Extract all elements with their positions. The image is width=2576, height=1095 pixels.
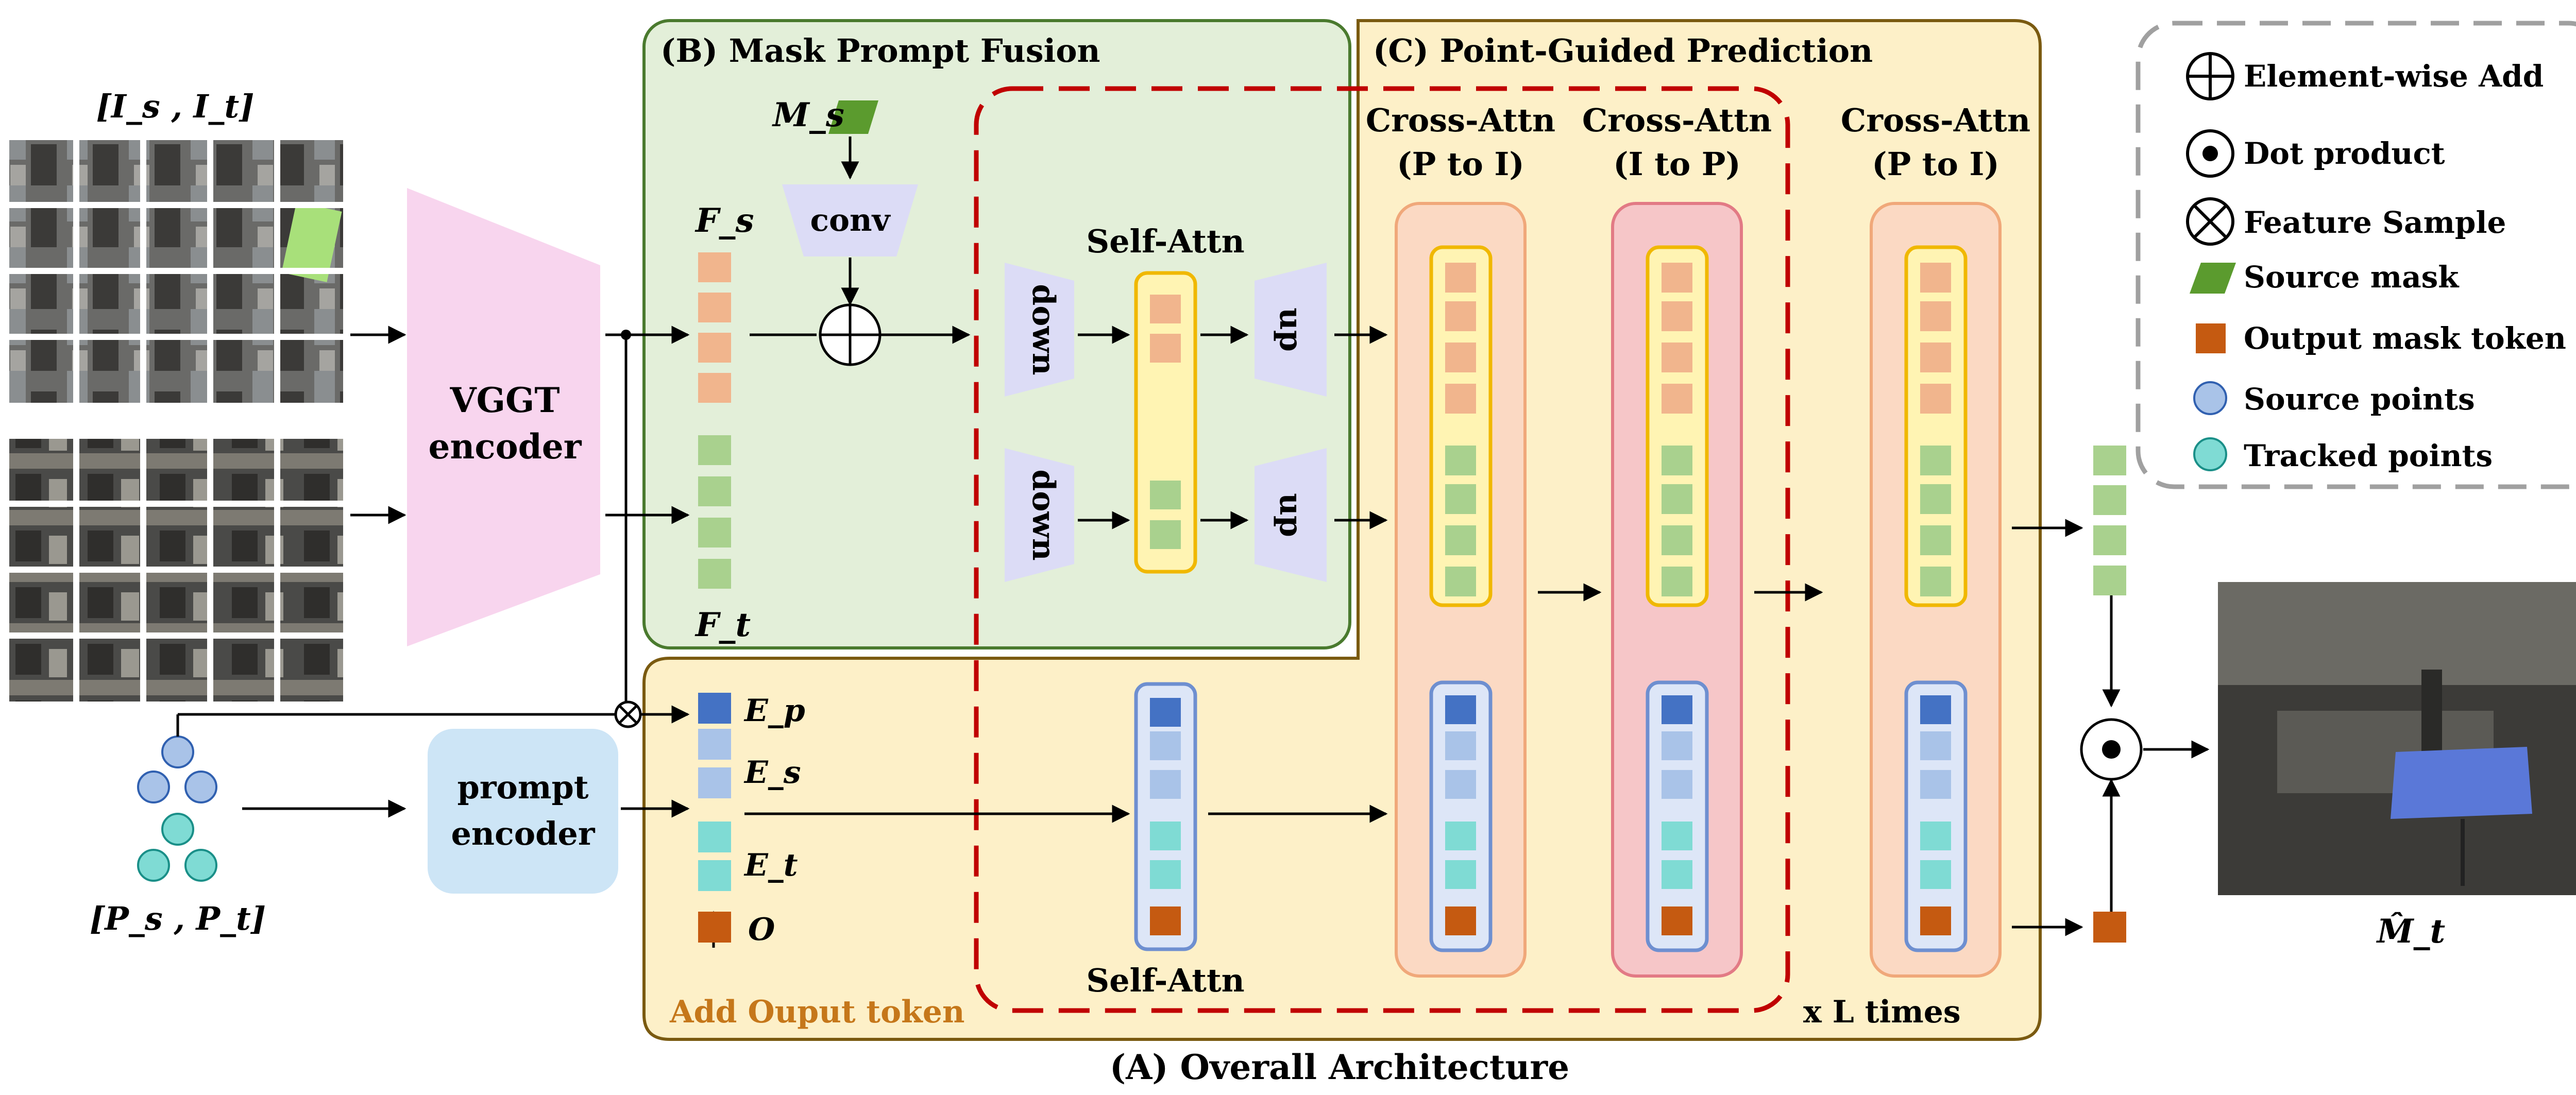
source-feature-tokens bbox=[698, 252, 731, 403]
cross-attn-1-title: Cross-Attn bbox=[1366, 101, 1555, 139]
legend-label-output-mask-token: Output mask token bbox=[2244, 321, 2566, 356]
tracked-point bbox=[161, 813, 194, 846]
target-image-grid bbox=[9, 439, 343, 702]
predicted-mask-image bbox=[2218, 582, 2576, 895]
mask-prompt-fusion-title: (B) Mask Prompt Fusion bbox=[660, 32, 1100, 70]
svg-text:up: up bbox=[1273, 493, 1309, 537]
dot-product-operator bbox=[2080, 718, 2143, 781]
down-block-top: down bbox=[1005, 263, 1074, 397]
point-cluster bbox=[137, 735, 217, 882]
up-block-top: up bbox=[1255, 263, 1327, 397]
source-points-icon bbox=[2193, 381, 2227, 415]
legend-label-tracked-points: Tracked points bbox=[2244, 438, 2493, 473]
svg-text:down: down bbox=[1025, 469, 1061, 560]
legend-box bbox=[2136, 21, 2576, 489]
up-block-bottom: up bbox=[1255, 448, 1327, 582]
tracked-points-icon bbox=[2193, 437, 2227, 471]
down-block-bottom: down bbox=[1005, 448, 1074, 582]
element-wise-add-operator bbox=[819, 303, 882, 366]
svg-text:down: down bbox=[1025, 284, 1061, 375]
target-feature-label: F_t bbox=[694, 606, 751, 644]
repeated-block-boundary bbox=[974, 86, 1790, 1013]
prompt-encoder-block bbox=[428, 729, 618, 894]
output-mask-token bbox=[2093, 912, 2126, 943]
vggt-encoder-label-2: encoder bbox=[428, 426, 582, 467]
source-feature-label: F_s bbox=[694, 201, 754, 240]
vggt-encoder-block bbox=[407, 188, 600, 646]
point-pair-label: [P_s , P_t] bbox=[90, 900, 266, 937]
point-guided-prediction-title: (C) Point-Guided Prediction bbox=[1373, 32, 1873, 70]
figure-caption: (A) Overall Architecture bbox=[1110, 1047, 1569, 1087]
target-feature-tokens bbox=[698, 435, 731, 589]
legend-label-source-points: Source points bbox=[2244, 382, 2475, 417]
prompt-token-column bbox=[698, 693, 731, 943]
image-pair-label: [I_s , I_t] bbox=[96, 88, 255, 125]
prompt-encoder-label-2: encoder bbox=[451, 815, 595, 852]
legend-label-element-wise-add: Element-wise Add bbox=[2244, 59, 2544, 94]
source-point bbox=[184, 771, 217, 803]
legend-label-feature-sample: Feature Sample bbox=[2244, 205, 2506, 240]
cross-attn-2-subtitle: (I to P) bbox=[1613, 145, 1740, 183]
source-image-grid bbox=[9, 140, 343, 403]
legend-label-source-mask: Source mask bbox=[2244, 260, 2460, 295]
feature-sample-operator bbox=[614, 700, 642, 728]
dot-product-icon bbox=[2186, 129, 2234, 178]
cross-attn-2-title: Cross-Attn bbox=[1582, 101, 1772, 139]
cross-attn-3-subtitle: (P to I) bbox=[1872, 145, 1999, 183]
source-mask-icon bbox=[2190, 263, 2236, 294]
source-point bbox=[137, 771, 170, 803]
output-token-label: O bbox=[748, 912, 775, 948]
source-mask-icon bbox=[828, 100, 878, 134]
cross-attn-1-subtitle: (P to I) bbox=[1397, 145, 1524, 183]
repeat-count-label: x L times bbox=[1803, 994, 1961, 1030]
conv-label: conv bbox=[810, 202, 891, 238]
legend-label-dot-product: Dot product bbox=[2244, 136, 2445, 171]
conv-block bbox=[782, 184, 918, 256]
prompt-token-label-Ep: E_p bbox=[743, 693, 805, 729]
source-point-token-label: E_s bbox=[743, 755, 801, 791]
add-output-token-label: Add Ouput token bbox=[669, 994, 965, 1030]
feature-sample-icon bbox=[2186, 197, 2234, 246]
predicted-mask-label: M̂_t bbox=[2376, 912, 2445, 951]
self-attn-label-bottom: Self-Attn bbox=[1086, 962, 1244, 999]
vggt-encoder-label-1: VGGT bbox=[449, 380, 560, 420]
source-point bbox=[161, 735, 194, 768]
prompt-encoder-label-1: prompt bbox=[457, 768, 589, 806]
output-mask-token-icon bbox=[2196, 323, 2226, 353]
output-feature-tokens bbox=[2093, 446, 2126, 595]
cross-attn-3-title: Cross-Attn bbox=[1841, 101, 2030, 139]
tracked-point-token-label: E_t bbox=[743, 847, 798, 883]
tracked-point bbox=[137, 849, 170, 882]
svg-text:up: up bbox=[1273, 307, 1309, 352]
source-mask-label: M_s bbox=[772, 96, 844, 134]
self-attn-label-top: Self-Attn bbox=[1086, 223, 1244, 260]
branch-junction-dot bbox=[621, 330, 631, 340]
tracked-point bbox=[184, 849, 217, 882]
element-wise-add-icon bbox=[2186, 52, 2234, 100]
